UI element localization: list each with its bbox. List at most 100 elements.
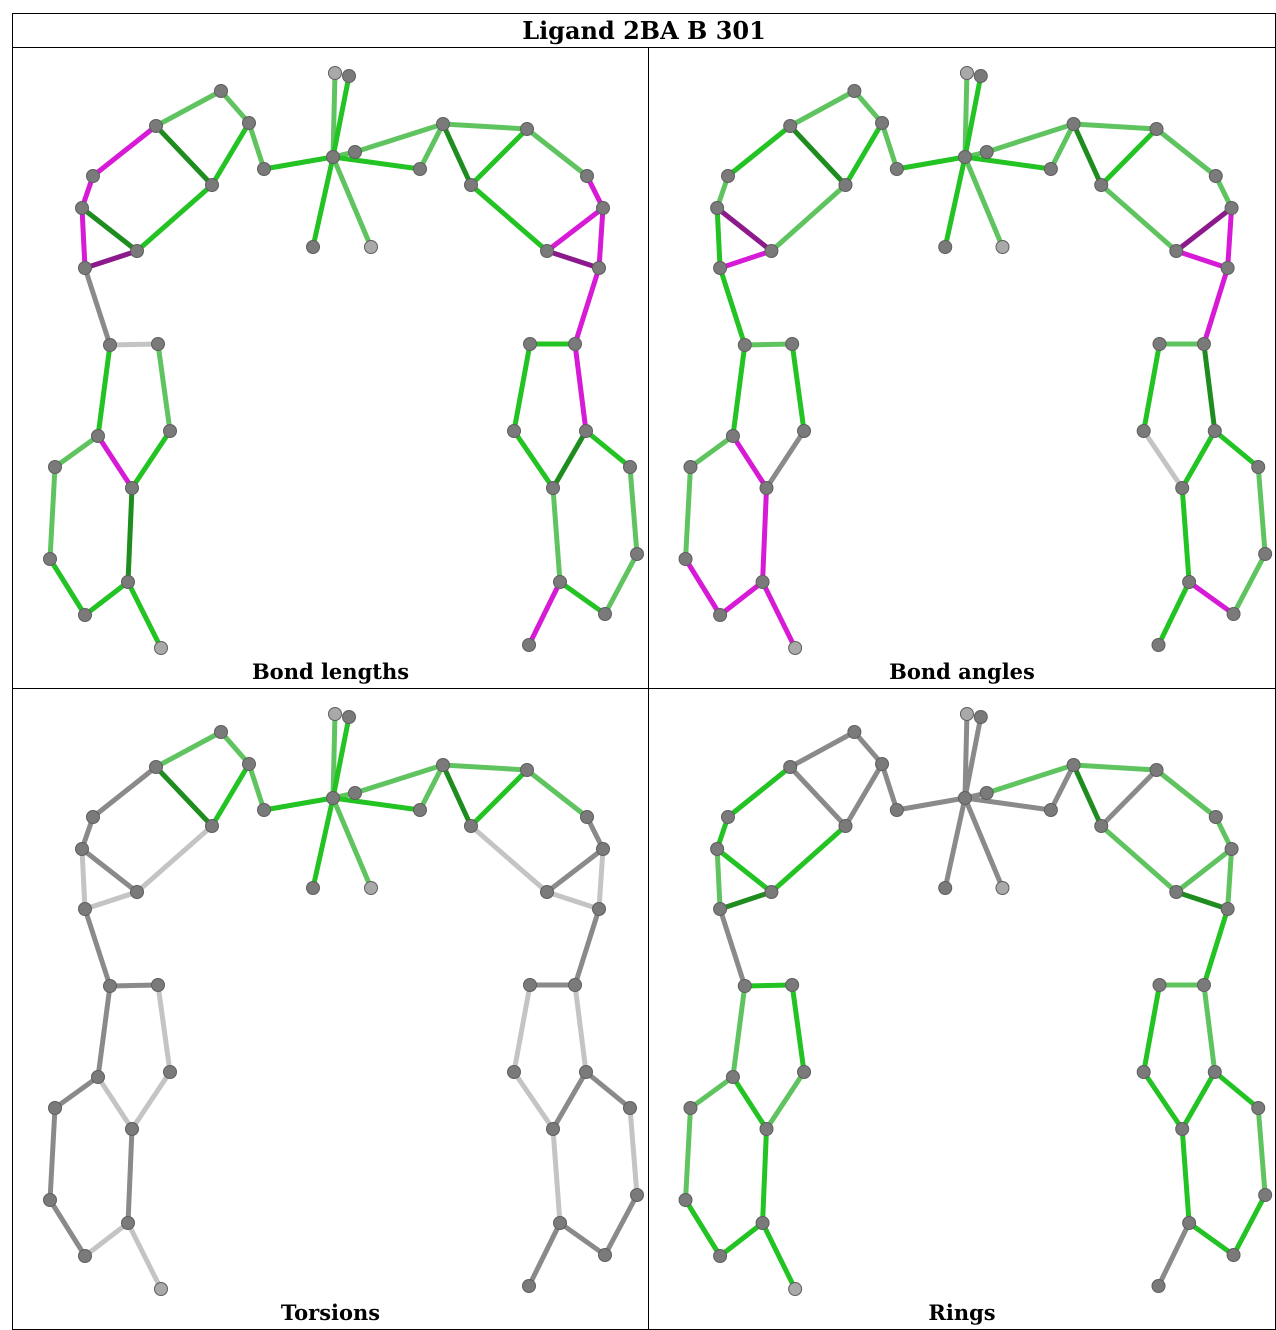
panel-bond-angles: Bond angles [648,48,1276,689]
bond [717,248,774,271]
bond [550,428,589,491]
atom [957,791,972,805]
bond [1071,762,1104,829]
bond [468,126,530,188]
bond [90,764,159,820]
bond [768,823,848,895]
bond [764,428,807,491]
atom [78,608,92,622]
bond [717,265,748,348]
bond [544,205,606,254]
bond [768,182,848,254]
bond [125,579,164,651]
atom [86,169,100,183]
bond [544,248,602,271]
panel-caption: Rings [928,1300,996,1325]
atom [103,338,117,352]
atom [713,1249,728,1263]
atom [364,240,378,254]
atom [1136,1065,1151,1079]
bond [1098,182,1179,254]
bond [468,182,550,254]
atom [436,117,450,131]
bond [787,123,848,188]
bond [602,1192,640,1258]
atom [630,1188,644,1202]
bond [550,1069,589,1132]
atom [737,338,752,352]
bond [1173,889,1231,912]
bond [134,823,215,895]
bond [1098,126,1160,188]
bond [125,485,135,585]
atom [889,162,904,176]
atom [568,337,582,351]
atom [1149,122,1164,136]
bond [82,265,113,348]
bond [352,121,446,155]
bond [1255,464,1268,557]
atom [788,1282,803,1296]
bond [330,73,352,160]
bond [209,120,252,188]
atom [348,786,362,800]
atom [507,1065,521,1079]
bond [544,846,606,895]
bond [1179,1069,1218,1132]
bond [1201,265,1231,347]
bond [596,205,606,271]
atom [154,641,168,655]
bond [153,729,224,770]
bond [851,88,885,126]
atom [630,547,644,561]
atom [507,424,521,438]
atom [523,978,537,992]
atom [436,758,450,772]
atom [1152,337,1167,351]
atom [759,481,774,495]
atom [979,786,994,800]
atom [78,261,92,275]
atom [546,1122,560,1136]
bond [129,428,173,491]
bond [760,1126,770,1226]
atom [48,460,62,474]
atom [713,261,728,275]
bond [894,795,968,813]
bond [52,1074,101,1111]
atom [713,608,728,622]
atom [1226,607,1241,621]
atom [328,66,342,80]
atom [214,725,228,739]
atom [623,460,637,474]
bond [572,982,589,1075]
atom [103,979,117,993]
bond [683,464,693,562]
atom [48,1101,62,1115]
atom [764,885,779,899]
atom [847,725,862,739]
bond [717,1220,766,1259]
atom [125,1122,139,1136]
atom [1207,1065,1222,1079]
atom [121,575,135,589]
bond [942,795,968,891]
bond [714,205,723,271]
bond [511,341,533,434]
bond [310,154,336,250]
atom [520,122,534,136]
bond [717,579,766,618]
atom [959,66,974,80]
bond [107,341,161,348]
bond [440,121,530,132]
bond [95,433,135,491]
bond [526,579,563,648]
bond [1141,982,1162,1075]
atom [523,337,537,351]
bond [417,762,446,813]
bond [1186,1220,1237,1258]
atom [592,261,606,275]
bond [962,795,1005,891]
panel-torsions: Torsions [12,689,648,1330]
atom [1220,902,1235,916]
